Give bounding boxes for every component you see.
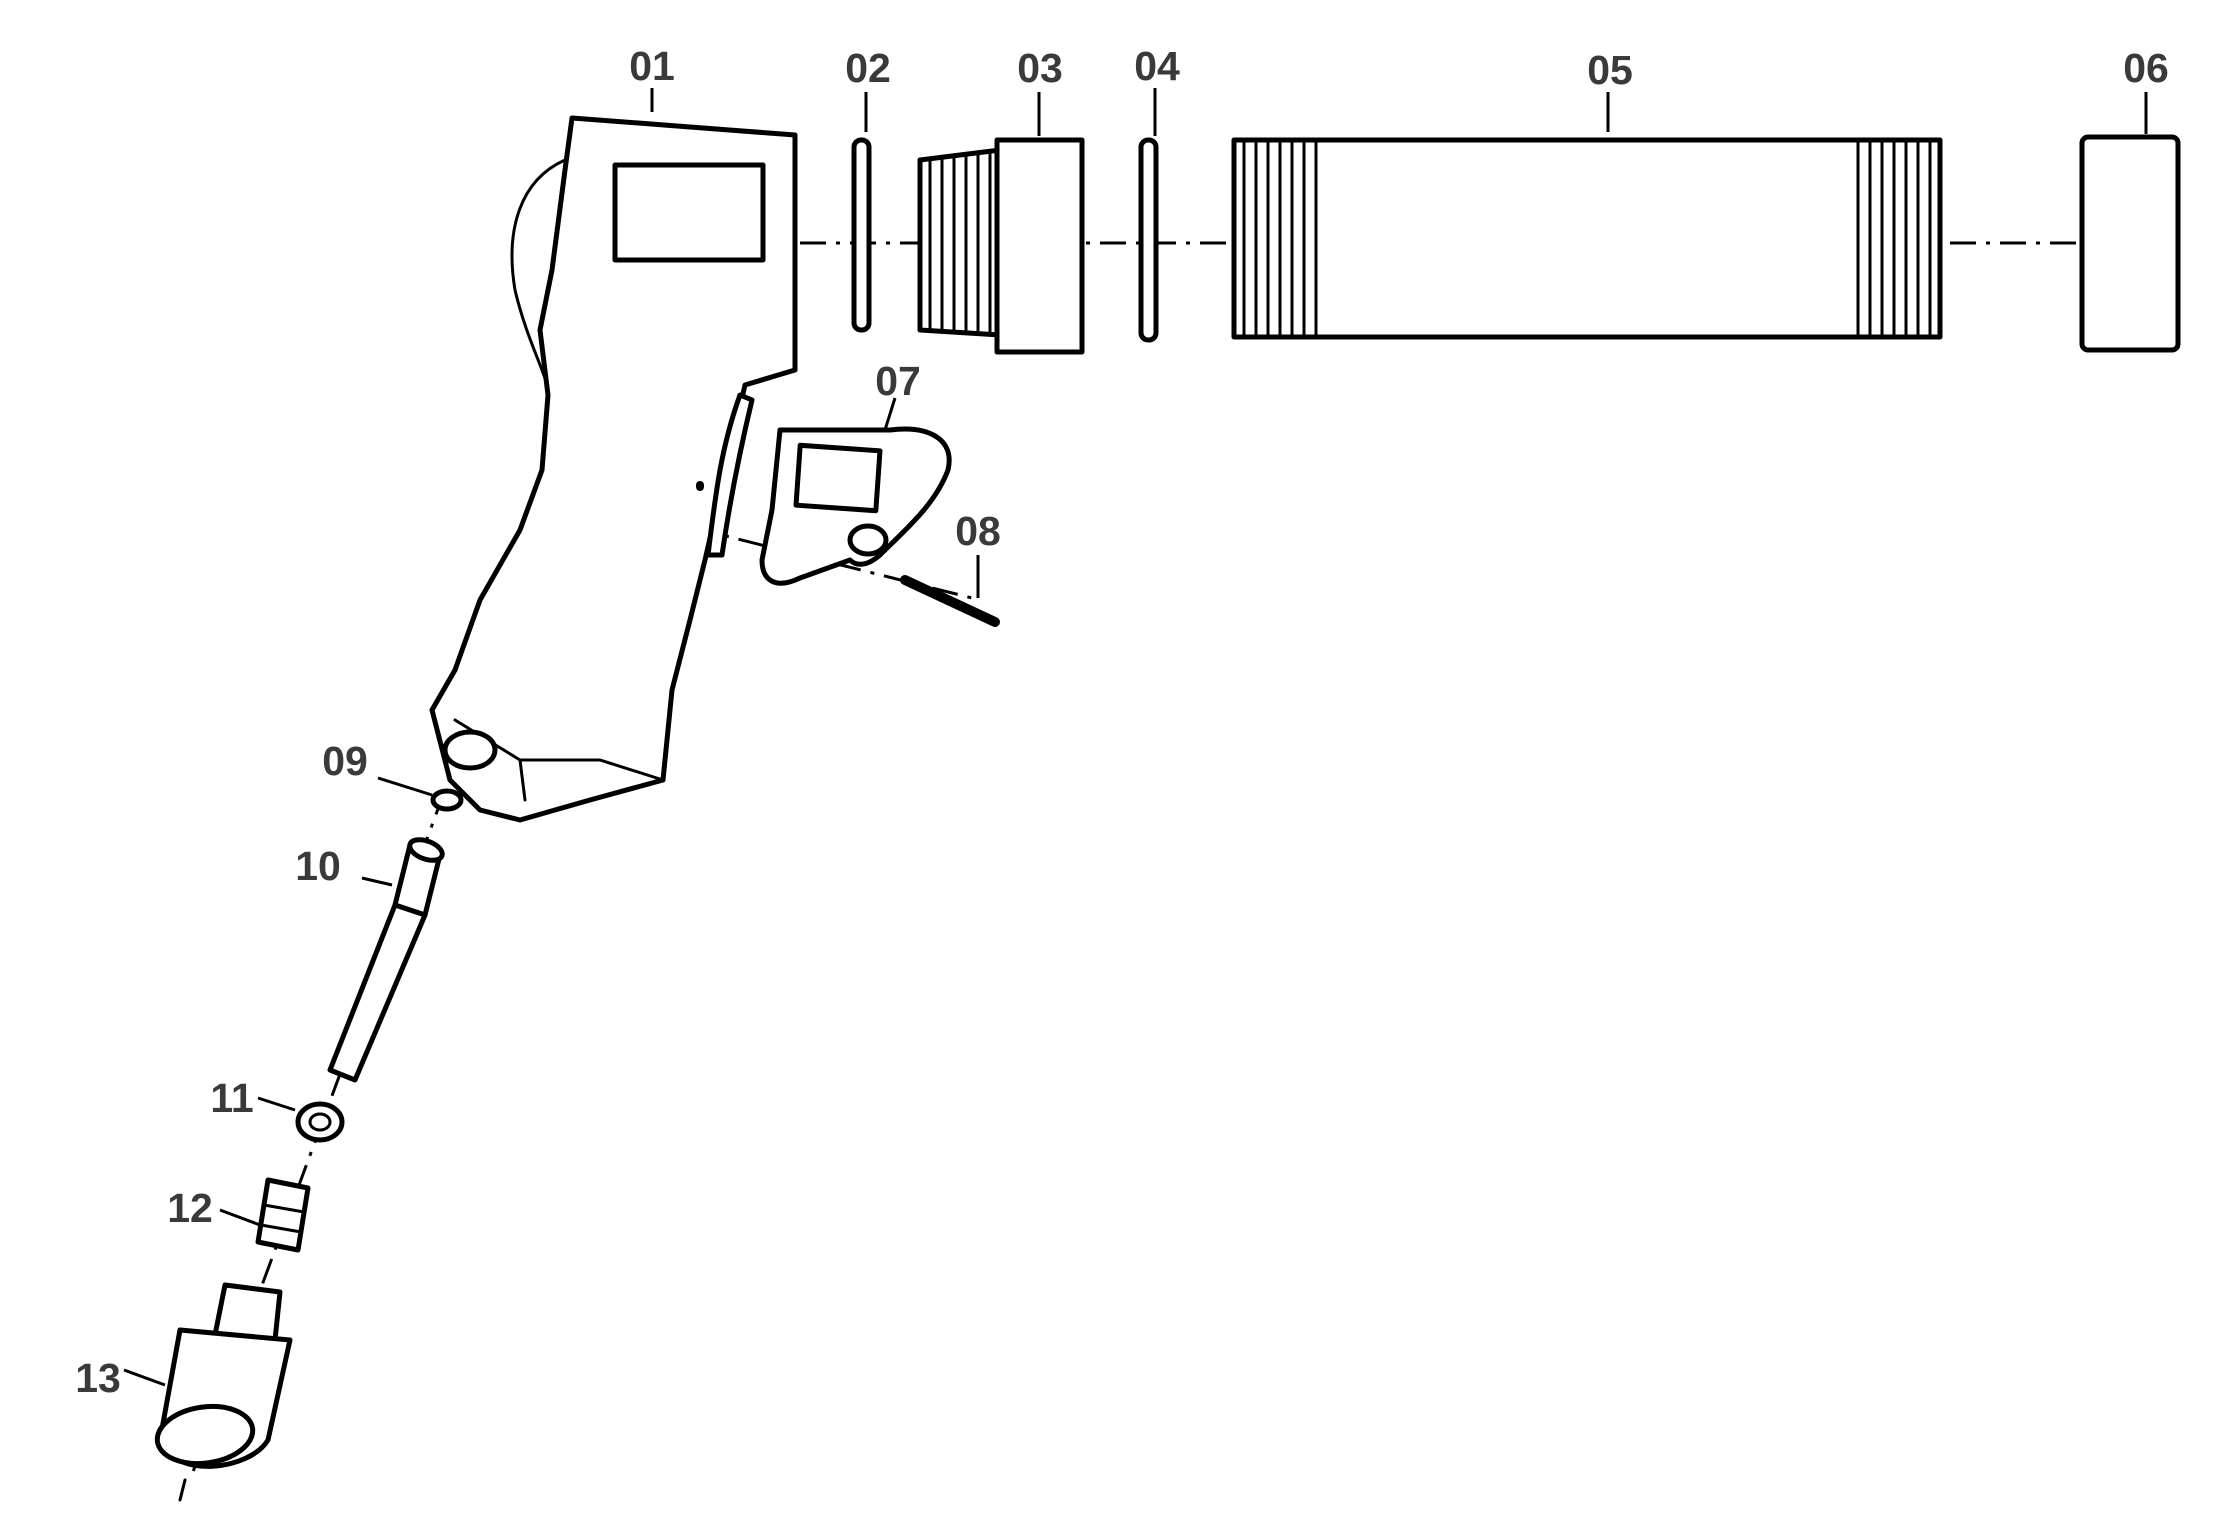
part-05-right-threads: [1856, 142, 1932, 335]
leader-lines: [123, 88, 2148, 1387]
label-part-13: 13: [75, 1355, 121, 1401]
part-03-threaded-adapter: [917, 137, 1085, 355]
part-05-left-threads: [1242, 142, 1318, 335]
label-part-04: 04: [1134, 43, 1180, 89]
part-03-threads: [928, 152, 992, 334]
part-02-o-ring: [851, 137, 872, 333]
label-part-09: 09: [322, 738, 368, 784]
part-09-ring: [430, 788, 464, 812]
label-part-06: 06: [2123, 45, 2169, 91]
part-11-nut: [295, 1101, 345, 1143]
part-13-hose-coupler: [154, 1282, 293, 1502]
part-08-pin: [696, 481, 1000, 627]
label-part-01: 01: [629, 43, 675, 89]
label-part-12: 12: [167, 1185, 213, 1231]
part-06-end-cap: [2079, 134, 2181, 353]
part-05-barrel-tube: [1231, 137, 1943, 340]
part-07-trigger: [705, 392, 952, 586]
label-part-03: 03: [1017, 45, 1063, 91]
part-01-handle-body: [429, 115, 798, 823]
label-part-10: 10: [295, 843, 341, 889]
label-part-11: 11: [210, 1075, 253, 1121]
label-part-02: 02: [845, 45, 891, 91]
label-part-05: 05: [1587, 47, 1633, 93]
part-12-fitting: [255, 1177, 311, 1253]
label-part-07: 07: [875, 358, 921, 404]
part-04-o-ring: [1138, 137, 1159, 343]
label-part-08: 08: [955, 508, 1001, 554]
part-labels: 01 02 03 04 05 06 07 08 09 10 11 12 13: [75, 43, 2169, 1401]
assembly-axis-lines: [188, 241, 2185, 1481]
part-10-valve-rod: [327, 837, 445, 1083]
